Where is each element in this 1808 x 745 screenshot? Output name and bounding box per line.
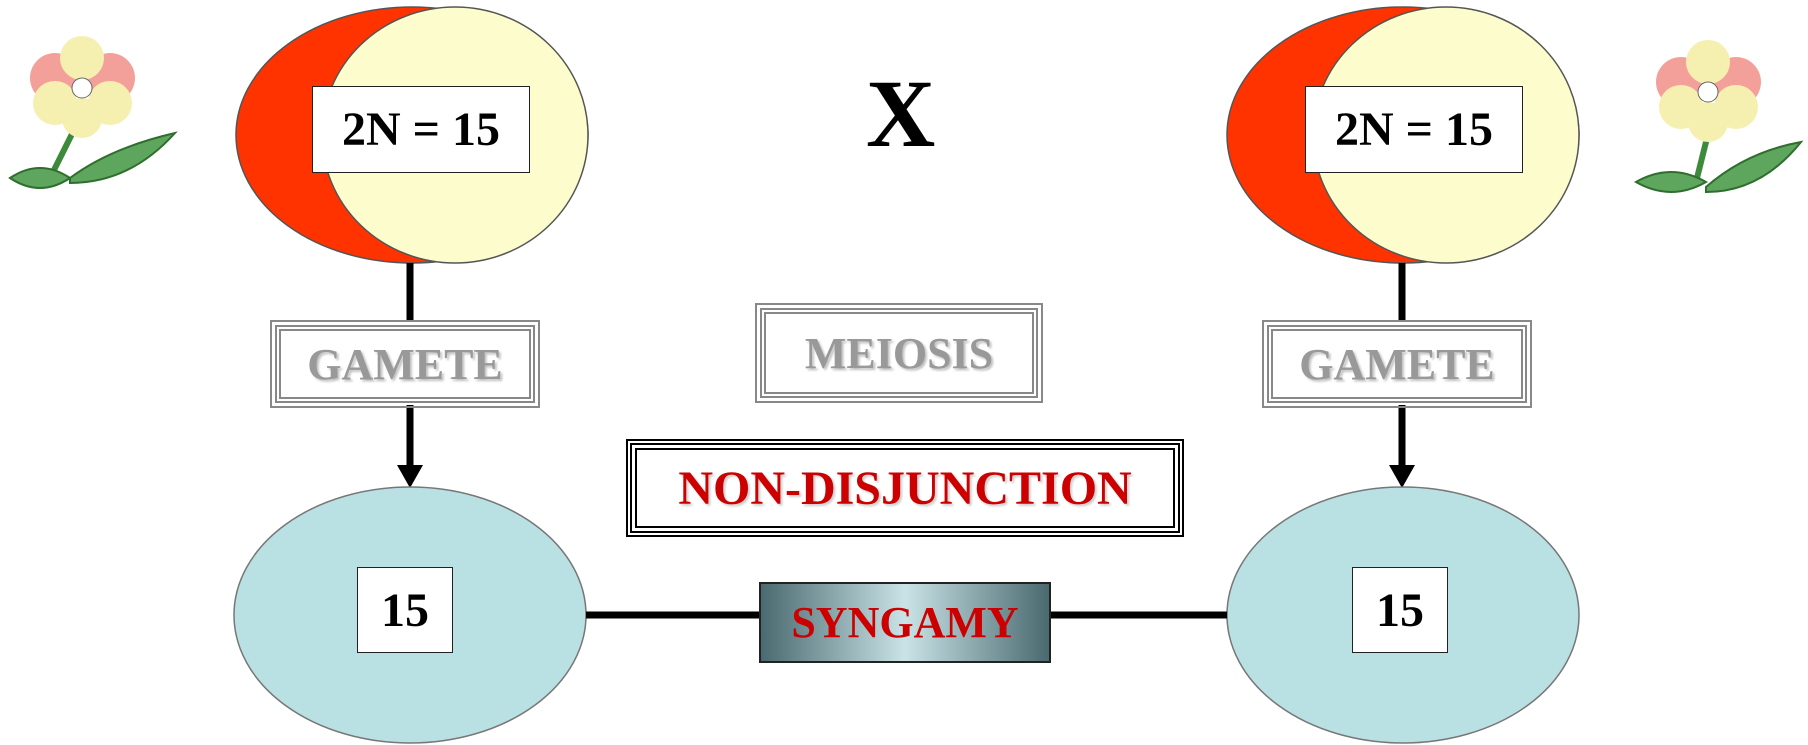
gamete-label-left: GAMETE (270, 320, 540, 408)
flower-icon (1633, 40, 1804, 194)
flower-icon (8, 36, 178, 189)
nondisjunction-label: NON-DISJUNCTION (626, 439, 1184, 537)
parent-chromosome-label-left: 2N = 15 (312, 86, 530, 173)
gamete-label-right: GAMETE (1262, 320, 1532, 408)
cross-symbol: X (866, 60, 936, 167)
meiosis-label: MEIOSIS (755, 303, 1043, 403)
arrowhead-left (397, 465, 423, 488)
parent-chromosome-label-right: 2N = 15 (1305, 86, 1523, 173)
syngamy-label: SYNGAMY (759, 582, 1051, 663)
offspring-count-label-left: 15 (357, 567, 453, 653)
arrowhead-right (1389, 465, 1415, 488)
offspring-count-label-right: 15 (1352, 567, 1448, 653)
